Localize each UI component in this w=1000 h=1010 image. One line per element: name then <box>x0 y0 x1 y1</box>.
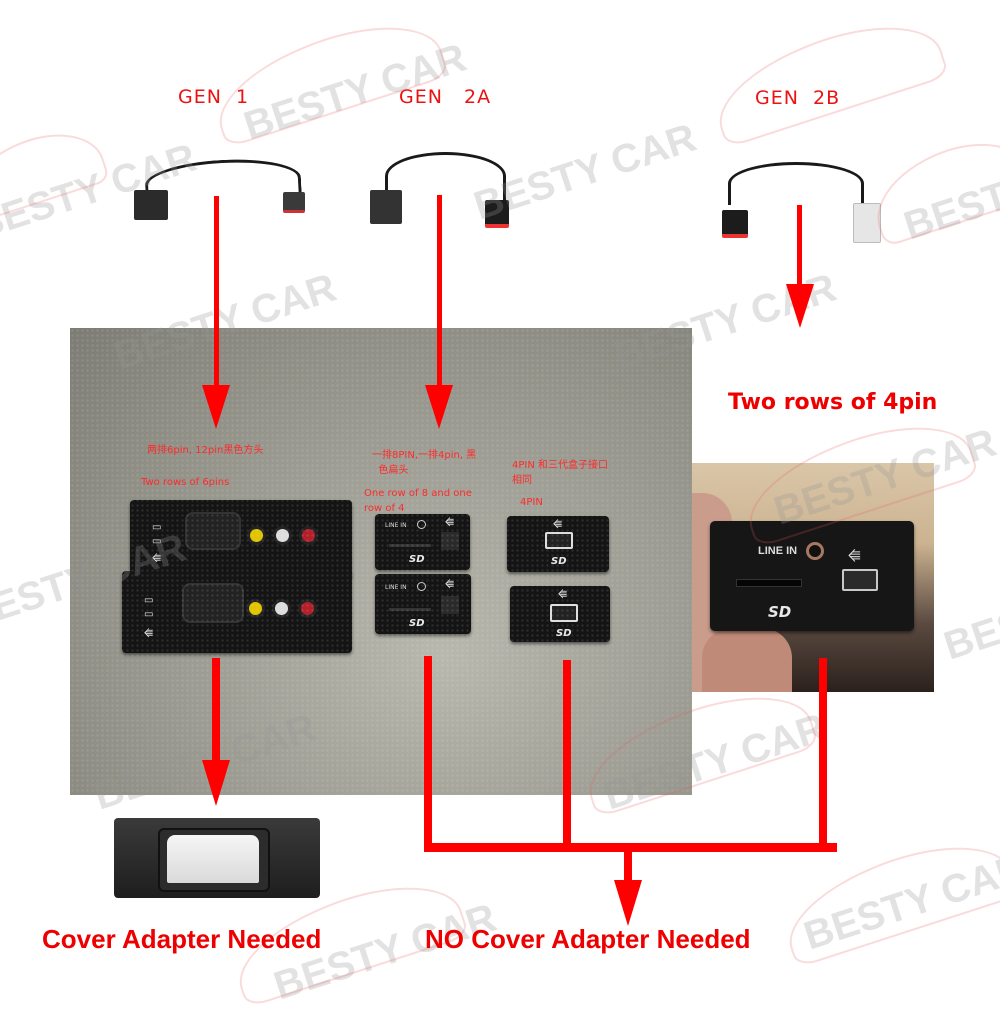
thumb <box>702 628 792 692</box>
watermark-car-outline <box>704 5 950 149</box>
no-cover-arrow-head <box>614 880 642 926</box>
gen2b-module: LINE IN ⭅ SD <box>710 521 914 631</box>
rca-yellow-jack <box>247 526 266 545</box>
no-cover-needed-label: NO Cover Adapter Needed <box>425 924 751 954</box>
gen2b-cable-wire <box>728 162 864 205</box>
rca-white-jack <box>273 526 292 545</box>
rca-red-jack <box>298 599 317 618</box>
gen2a-connector-small <box>485 200 509 228</box>
sd-logo: SD <box>409 554 425 565</box>
cover-needed-label: Cover Adapter Needed <box>42 924 322 954</box>
line-in-label: LINE IN <box>385 584 407 591</box>
gen1-annotation-cn: 两排6pin, 12pin黑色方头 <box>147 445 264 456</box>
line-in-label: LINE IN <box>758 545 798 557</box>
sd-slot <box>389 608 431 611</box>
gen1-arrow-head <box>202 385 230 429</box>
gen2a-arrow-head <box>425 385 453 429</box>
no-cover-bracket-bar <box>424 843 837 852</box>
gen2a-module-top: LINE IN ⭅ SD <box>375 514 470 570</box>
cover-arrow-shaft <box>212 658 220 768</box>
usb-port <box>441 532 459 550</box>
sd-logo: SD <box>409 618 425 629</box>
watermark-car-outline <box>0 119 111 225</box>
usb-port <box>441 596 459 614</box>
modules-photo: ▭ ▭ ⭅ ▭ ▭ ⭅ LINE IN ⭅ SD LINE IN ⭅ SD ⭅ … <box>70 328 692 795</box>
watermark: BESTY CAR <box>938 555 1000 669</box>
gen3-annotation-cn: 4PIN 和三代盒子接口 相同 <box>512 460 609 486</box>
usb-port <box>550 604 578 622</box>
gen1-arrow-shaft <box>214 196 219 391</box>
gen2a-connector-large <box>370 190 402 224</box>
gen2b-annotation: Two rows of 4pin <box>728 390 938 415</box>
usb-symbol-icon: ⭅ <box>848 549 861 565</box>
no-cover-line-gen2b <box>819 658 827 844</box>
gen2b-label: GEN 2B <box>755 87 841 109</box>
usb-symbol-icon: ⭅ <box>445 518 454 529</box>
gen1-connector-large <box>134 190 168 220</box>
gen1-annotation-en: Two rows of 6pins <box>141 477 230 488</box>
gen2b-connector-black <box>722 210 748 238</box>
usb-port <box>842 569 878 591</box>
gen2a-annotation-en: One row of 8 and one row of 4 <box>364 488 472 514</box>
sd-logo: SD <box>556 628 572 639</box>
sd-slot <box>389 544 431 547</box>
line-in-label: LINE IN <box>385 522 407 529</box>
gen2b-arrow-shaft <box>797 205 802 285</box>
gen2b-connector-white <box>853 203 881 243</box>
no-cover-line-gen2a <box>424 656 432 851</box>
cover-arrow-head <box>202 760 230 806</box>
gen2b-photo: LINE IN ⭅ SD <box>692 463 934 692</box>
usb-symbol-icon: ⭅ <box>553 520 562 531</box>
no-cover-line-gen3 <box>563 660 571 846</box>
rca-white-jack <box>272 599 291 618</box>
rca-red-jack <box>299 526 318 545</box>
aux-jack-icon <box>806 542 824 560</box>
rca-yellow-jack <box>246 599 265 618</box>
usb-symbol-icon: ⭅ <box>445 580 454 591</box>
usb-symbol-icon: ⭅ <box>152 554 161 565</box>
gen2a-arrow-shaft <box>437 195 442 390</box>
watermark-car-outline <box>862 126 1000 248</box>
hdmi-port <box>182 583 244 623</box>
usb-port-icon: ▭ <box>144 609 154 620</box>
gen1-connector-small <box>283 192 305 213</box>
usb-port-icon: ▭ <box>144 595 154 606</box>
gen1-module-top: ▭ ▭ ⭅ <box>130 500 352 578</box>
aux-jack-icon <box>417 520 426 529</box>
gen3-annotation-pin: 4PIN <box>520 497 543 508</box>
gen3-module-bottom: ⭅ SD <box>510 586 610 642</box>
gen1-module-bottom: ▭ ▭ ⭅ <box>122 571 352 653</box>
gen2a-module-bottom: LINE IN ⭅ SD <box>375 574 471 634</box>
gen2a-label: GEN 2A <box>399 86 492 108</box>
gen2a-cable-wire <box>385 152 506 200</box>
usb-symbol-icon: ⭅ <box>558 590 567 601</box>
no-cover-arrow-shaft <box>624 848 632 888</box>
usb-symbol-icon: ⭅ <box>144 629 153 640</box>
gen2b-arrow-head <box>786 284 814 328</box>
gen2a-annotation-cn: 一排8PIN,一排4pin, 黑 色扁头 <box>372 450 477 476</box>
sd-logo: SD <box>551 556 567 567</box>
cover-adapter-opening <box>167 835 259 883</box>
usb-port-icon: ▭ <box>152 536 162 547</box>
usb-port-icon: ▭ <box>152 522 162 533</box>
watermark: BESTY CAR <box>898 135 1000 249</box>
sd-logo: SD <box>768 603 792 621</box>
hdmi-port <box>185 512 241 550</box>
sd-slot <box>736 579 802 587</box>
usb-port <box>545 532 573 549</box>
gen3-module-top: ⭅ SD <box>507 516 609 572</box>
watermark-car-outline <box>204 5 450 149</box>
gen1-label: GEN 1 <box>178 86 250 108</box>
cover-adapter <box>114 818 320 898</box>
watermark: BESTY CAR <box>798 845 1000 959</box>
aux-jack-icon <box>417 582 426 591</box>
